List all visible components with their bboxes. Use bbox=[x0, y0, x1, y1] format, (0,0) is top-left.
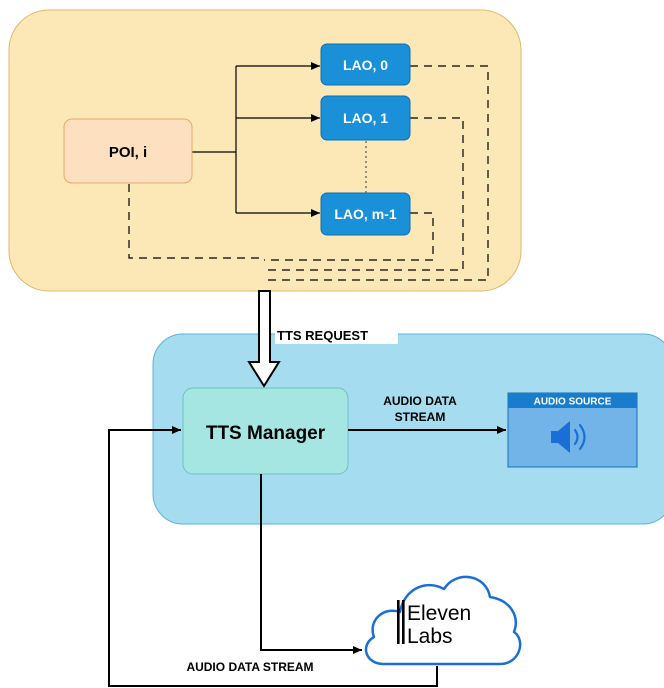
tts-request-label-bg bbox=[275, 326, 398, 344]
tts-manager-label: TTS Manager bbox=[206, 423, 326, 444]
elevenlabs-line1: Eleven bbox=[407, 602, 471, 625]
tts-request-arrow bbox=[247, 290, 281, 388]
poi-to-lao-connectors bbox=[192, 62, 320, 217]
elevenlabs-logo-bars bbox=[397, 600, 405, 644]
audio-source-label: AUDIO SOURCE bbox=[534, 397, 612, 408]
lao-node-1-label: LAO, 1 bbox=[343, 110, 388, 126]
tts-to-elevenlabs-arrow bbox=[260, 474, 362, 654]
audio-stream-label-line1: AUDIO DATA bbox=[383, 394, 457, 408]
lao-node-1 bbox=[320, 95, 411, 141]
audio-source-header bbox=[508, 393, 637, 408]
poi-node-label: POI, i bbox=[109, 144, 147, 161]
lao-node-0 bbox=[320, 43, 411, 86]
lao-node-m-1 bbox=[320, 192, 411, 236]
audio-stream-label-line2: STREAM bbox=[395, 410, 446, 424]
elevenlabs-to-tts-arrow bbox=[108, 426, 438, 687]
dashed-feedback-lines bbox=[128, 65, 489, 281]
tts-request-label: TTS REQUEST bbox=[277, 328, 368, 343]
lao-node-0-label: LAO, 0 bbox=[343, 57, 388, 73]
poi-node bbox=[63, 118, 193, 184]
bottom-audio-stream-label: AUDIO DATA STREAM bbox=[186, 660, 313, 674]
lao-node-m-1-label: LAO, m-1 bbox=[334, 206, 396, 222]
speaker-icon bbox=[551, 421, 586, 453]
elevenlabs-line2: Labs bbox=[407, 625, 453, 648]
